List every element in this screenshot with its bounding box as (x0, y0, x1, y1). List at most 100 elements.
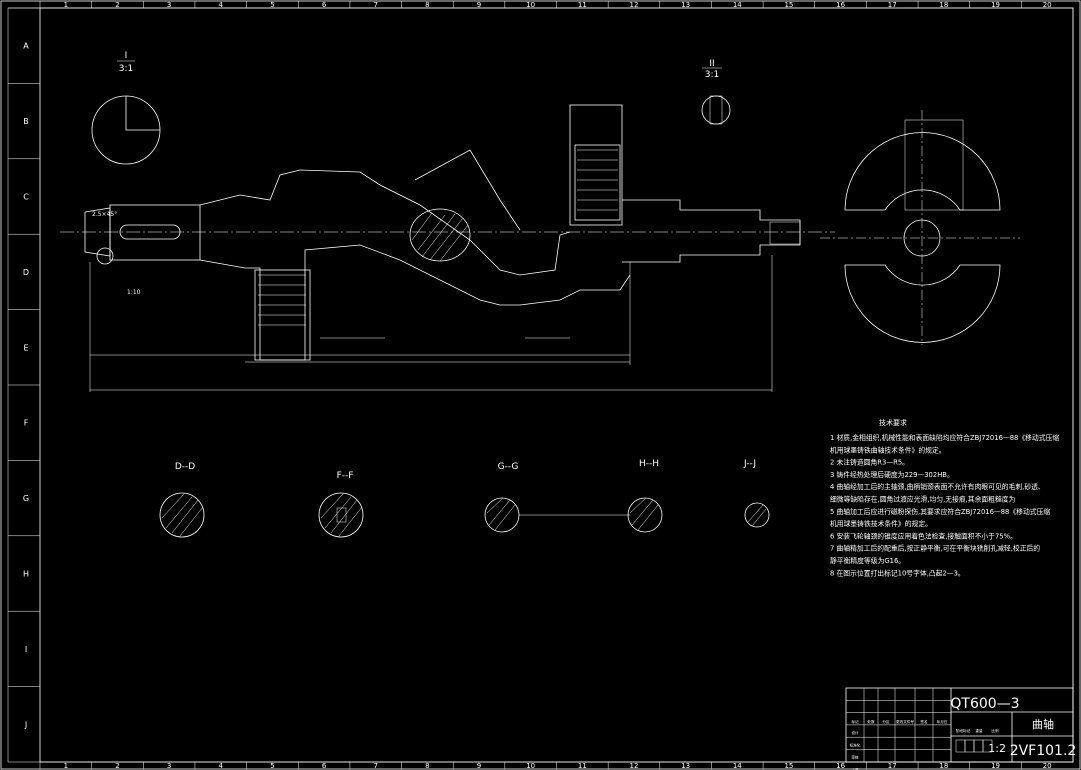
column-label-bottom: 4 (219, 762, 224, 770)
column-label-top: 15 (784, 1, 793, 9)
stage-label: 阶段标记 (956, 728, 971, 733)
technical-requirements: 技术要求 1 材质,金相组织,机械性能和表面缺陷均应符合ZBJ72016—88《… (830, 418, 1059, 577)
crank-pin-hatch (411, 212, 469, 262)
row-label: G (23, 494, 29, 503)
column-label-bottom: 3 (167, 762, 171, 770)
tech-req-list: 1 材质,金相组织,机械性能和表面缺陷均应符合ZBJ72016—88《移动式压缩… (830, 433, 1059, 577)
section-views: D--D F--F G--G H--H J--J (159, 459, 770, 538)
keyway (119, 224, 181, 240)
title-block-cell-label: 标准化 (850, 742, 861, 747)
column-label-top: 6 (322, 1, 327, 9)
title-block-cell-label: 标记 (851, 719, 859, 724)
column-label-bottom: 10 (526, 762, 535, 770)
column-label-bottom: 13 (681, 762, 690, 770)
title-block-cell-label: 处数 (867, 719, 875, 724)
section-g: G--G (484, 462, 630, 533)
section-j: J--J (743, 459, 770, 528)
flywheel-flange (569, 104, 623, 226)
column-label-top: 20 (1043, 1, 1052, 9)
column-label-top: 18 (939, 1, 948, 9)
row-label: A (23, 42, 29, 51)
column-label-bottom: 8 (425, 762, 429, 770)
section-g-label: G--G (498, 462, 519, 472)
column-label-top: 3 (167, 1, 171, 9)
tech-req-line: 1 材质,金相组织,机械性能和表面缺陷均应符合ZBJ72016—88《移动式压缩 (830, 433, 1059, 442)
detail-view-ii: II 3:1 (701, 59, 731, 125)
title-block-cell-label: 设计 (851, 730, 859, 735)
crank-arm-slant (414, 149, 521, 231)
detail-ii-scale: 3:1 (705, 70, 719, 80)
column-label-bottom: 5 (270, 762, 274, 770)
section-d-label: D--D (175, 462, 195, 472)
column-label-top: 17 (888, 1, 897, 9)
tech-req-line: 静平衡精度等级为G16。 (830, 556, 905, 565)
tech-req-line: 5 曲轴加工后应进行磁粉探伤,其要求应符合ZBJ72016—88《移动式压缩 (830, 507, 1050, 516)
title-block-cell-label: 年月日 (937, 719, 948, 724)
detail-ii-circle (701, 95, 731, 125)
material-label: QT600—3 (950, 696, 1019, 712)
section-j-label: J--J (743, 459, 756, 469)
stage-boxes (955, 739, 993, 753)
shaft-journal-left (109, 204, 201, 261)
row-label: E (23, 343, 28, 352)
row-label: H (23, 570, 29, 579)
column-label-top: 19 (991, 1, 1000, 9)
column-label-bottom: 2 (115, 762, 119, 770)
column-label-top: 13 (681, 1, 690, 9)
column-label-top: 5 (270, 1, 274, 9)
crankshaft-main-view (60, 104, 835, 392)
section-h-label: H--H (639, 459, 659, 469)
counterweight (254, 269, 311, 361)
section-f: F--F (318, 471, 364, 538)
column-label-bottom: 17 (888, 762, 897, 770)
zone-strip-frame (7, 7, 1074, 763)
detail-ii-label: II (709, 59, 714, 69)
column-label-bottom: 15 (784, 762, 793, 770)
row-label: D (23, 268, 29, 277)
column-label-top: 2 (115, 1, 119, 9)
tech-req-line: 7 曲轴精加工后的配重后,按正静平衡,可在平衡块铣削孔减轻,校正后的 (830, 544, 1040, 553)
column-label-top: 8 (425, 1, 429, 9)
thread-end (769, 221, 801, 245)
crank-web-lower (199, 244, 631, 361)
column-label-bottom: 14 (733, 762, 742, 770)
taper-note: 1:10 (127, 289, 141, 296)
detail-i-label: I (125, 51, 128, 61)
title-block-cell-label: 签名 (920, 719, 928, 724)
column-label-top: 12 (630, 1, 639, 9)
column-label-top: 1 (64, 1, 68, 9)
title-block-cell-label: 更改文件号 (896, 719, 914, 724)
column-label-top: 14 (733, 1, 742, 9)
flange-hatched-area (574, 144, 621, 221)
detail-view-i: I 3:1 (91, 51, 161, 165)
detail-i-scale: 3:1 (119, 64, 133, 74)
stage-label: 重量 (975, 728, 983, 733)
stage-label: 比例 (991, 728, 999, 733)
tech-req-line: 4 曲轴经加工后的主轴颈,曲柄销颈表面不允许有肉眼可见的毛刺,砂透、 (830, 482, 1045, 491)
row-label: C (23, 193, 29, 202)
column-label-bottom: 6 (322, 762, 327, 770)
tech-req-line: 3 铸件经热处理后硬度为229—302HB。 (830, 470, 954, 479)
column-label-bottom: 19 (991, 762, 1000, 770)
section-d: D--D (159, 462, 205, 538)
column-zone-labels: 1122334455667788991010111112121313141415… (39, 1, 1052, 770)
title-block-grid: 标记处数分区更改文件号签名年月日设计标准化审核工艺批准阶段标记重量比例 (846, 688, 999, 770)
row-label: I (25, 645, 27, 654)
column-label-bottom: 16 (836, 762, 845, 770)
column-label-bottom: 18 (939, 762, 948, 770)
column-label-bottom: 9 (477, 762, 481, 770)
column-label-bottom: 7 (373, 762, 377, 770)
oil-hole-left (96, 247, 114, 265)
tech-req-line: 6 安装飞轮轴颈的锥度应用着色法检查,接触面积不小于75%。 (830, 531, 1017, 540)
tech-req-line: 2 未注铸造圆角R3—R5。 (830, 458, 909, 467)
column-label-bottom: 12 (630, 762, 639, 770)
flange-hatch (577, 149, 618, 211)
scale-label: 1:2 (988, 742, 1006, 755)
section-h: H--H (627, 459, 663, 533)
shaft-journal-right (622, 199, 801, 263)
end-view-lower-weight (844, 264, 1001, 343)
chamfer-note: 2.5×45° (92, 211, 117, 218)
